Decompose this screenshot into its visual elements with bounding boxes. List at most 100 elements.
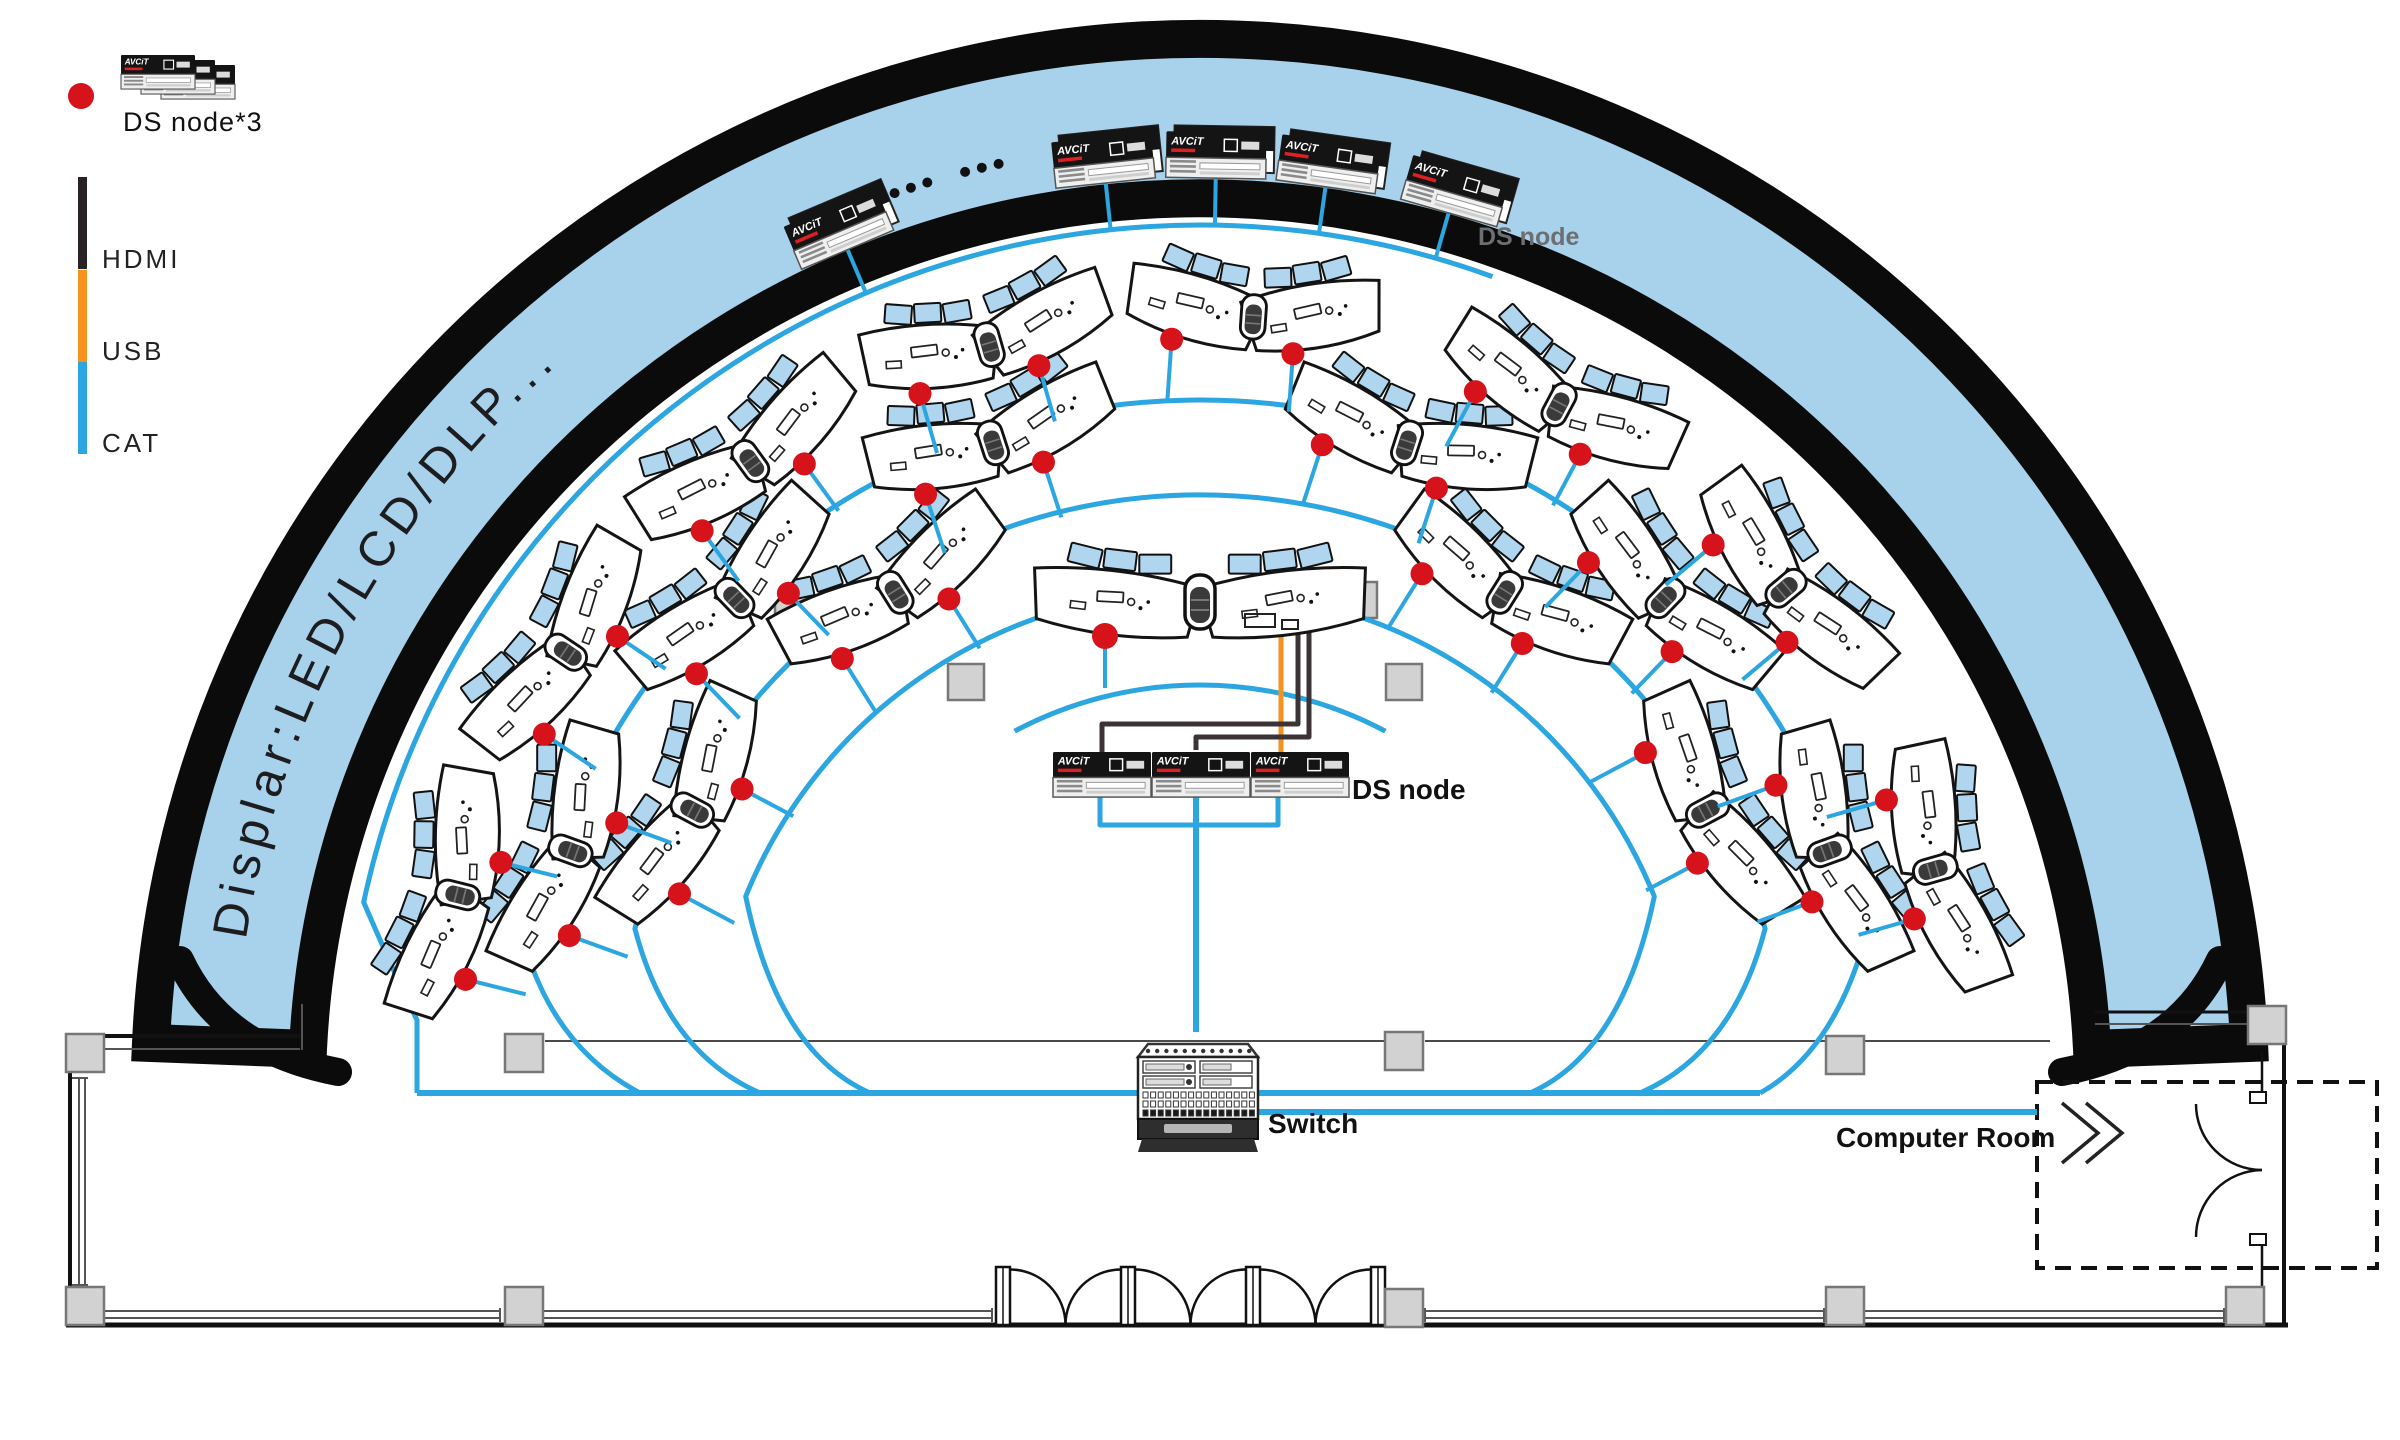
monitor-screen: [623, 599, 657, 629]
ds-node-dot: [1510, 631, 1534, 655]
monitor-screen: [1631, 487, 1661, 521]
chair-icon: [713, 576, 756, 620]
ds-node-device: AVCiT: [1051, 124, 1164, 190]
monitor-screen: [1450, 487, 1483, 522]
ds-node-dot: [68, 83, 94, 109]
console-desk: [1196, 541, 1368, 640]
wall-pillar: [1383, 1287, 1425, 1329]
operator-desk-pod: [1125, 242, 1381, 412]
monitor-screen: [370, 941, 402, 976]
ellipsis-dot: [889, 188, 900, 199]
monitor-screen: [1263, 266, 1293, 289]
monitor-screen: [1861, 598, 1896, 630]
monitor-screen: [673, 567, 708, 600]
ds-node-dot: [937, 587, 961, 611]
ds-node-dot: [1800, 890, 1824, 914]
monitor-screen: [1491, 530, 1525, 563]
monitor-screen: [1102, 547, 1139, 573]
monitor-screen: [1646, 512, 1678, 546]
ds-node-dot: [605, 811, 629, 835]
display-wall-band: [131, 19, 2269, 1086]
wall-pillar: [64, 1032, 106, 1074]
switch-label: Switch: [1268, 1108, 1358, 1139]
monitor-screen: [1382, 382, 1416, 412]
wall-pillar: [1824, 1034, 1866, 1076]
ellipsis-dot: [905, 182, 916, 193]
monitor-screen: [747, 376, 780, 410]
monitor-screen: [1007, 269, 1042, 301]
monitor-screen: [1993, 913, 2026, 948]
operator-desk-pod: [860, 350, 1117, 554]
entrance-door-icon: [1134, 1268, 1247, 1326]
monitor-screen: [660, 727, 688, 760]
ds-node-dot: [690, 519, 714, 543]
ds-node-dot: [489, 850, 513, 874]
console-desk: [874, 486, 1008, 620]
door-post: [1244, 1265, 1262, 1327]
monitor-screen: [1356, 366, 1391, 398]
chair-icon: [1684, 791, 1731, 829]
device-logo: AVCiT: [1255, 756, 1289, 768]
monitor-screen: [766, 354, 799, 388]
ds-node-dot: [1160, 327, 1184, 351]
console-desk: [1644, 567, 1788, 692]
chair-icon: [972, 321, 1006, 369]
monitor-screen: [669, 699, 694, 731]
ds-node-dot: [1281, 342, 1305, 366]
monitor-screen: [1291, 260, 1323, 286]
monitor-screen: [481, 651, 515, 684]
monitor-screen: [1161, 242, 1195, 273]
monitor-screen: [526, 800, 553, 833]
monitor-screen: [1470, 508, 1504, 542]
monitor-screen: [1762, 476, 1791, 510]
operator-desk-pod: [457, 523, 667, 771]
chair-icon: [1390, 419, 1424, 467]
monitor-screen: [536, 743, 558, 773]
ds-node-dot: [684, 662, 708, 686]
ds-node-dot: [1463, 380, 1487, 404]
chair-icon: [730, 439, 771, 484]
ds-node-device: AVCiT: [1164, 124, 1276, 180]
console-desk: [1642, 678, 1748, 823]
monitor-screen: [531, 772, 555, 803]
ds-node-device: AVCiT: [1275, 128, 1392, 195]
band-foot-right: [2048, 946, 2234, 1086]
chair-icon: [547, 833, 594, 869]
ds-node-dot: [1775, 630, 1799, 654]
double-chevron-icon: [2060, 1101, 2125, 1165]
console-desk: [1443, 303, 1580, 434]
ds-node-dot: [1576, 551, 1600, 575]
console-desk: [622, 425, 768, 542]
operator-desk-pod: [1283, 350, 1540, 544]
device-logo: AVCiT: [124, 58, 150, 67]
operator-desk-pod: [622, 350, 858, 583]
monitor-screen: [1860, 840, 1891, 874]
console-desk: [476, 831, 602, 974]
ds-node-dot: [532, 722, 556, 746]
monitor-screen: [1609, 373, 1642, 400]
wall-pillar: [1383, 1030, 1425, 1072]
room-column: [946, 662, 986, 702]
monitor-screen: [1845, 772, 1869, 803]
monitor-screen: [1954, 763, 1977, 794]
console-desk: [1283, 350, 1427, 475]
door-post: [1369, 1265, 1387, 1327]
monitor-screen: [1875, 865, 1908, 899]
operator-desk-pod: [765, 486, 1008, 713]
operator-desk-pod: [612, 478, 831, 720]
console-desk: [1778, 718, 1874, 861]
console-desk: [765, 554, 910, 666]
monitor-screen: [1520, 322, 1554, 356]
console-desk: [1032, 541, 1204, 640]
monitor-screen: [1066, 541, 1104, 570]
chair-icon: [1764, 567, 1808, 609]
console-desk: [1569, 478, 1695, 620]
monitor-screen: [941, 298, 973, 324]
monitor-screen: [1296, 541, 1334, 570]
ds-node-dot: [914, 482, 938, 506]
chair-icon: [876, 569, 915, 615]
monitor-screen: [1190, 252, 1223, 280]
